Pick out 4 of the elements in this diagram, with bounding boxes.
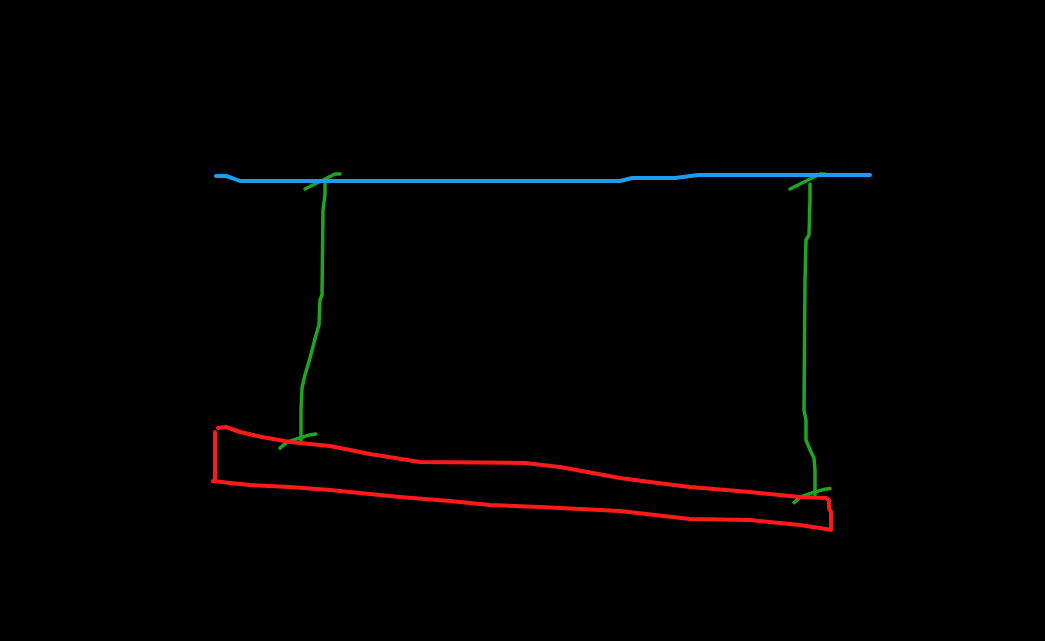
connector-line	[278, 172, 342, 450]
slanted-band-outline	[210, 424, 834, 533]
horizontal-line	[213, 172, 873, 184]
connector-line	[788, 172, 832, 505]
